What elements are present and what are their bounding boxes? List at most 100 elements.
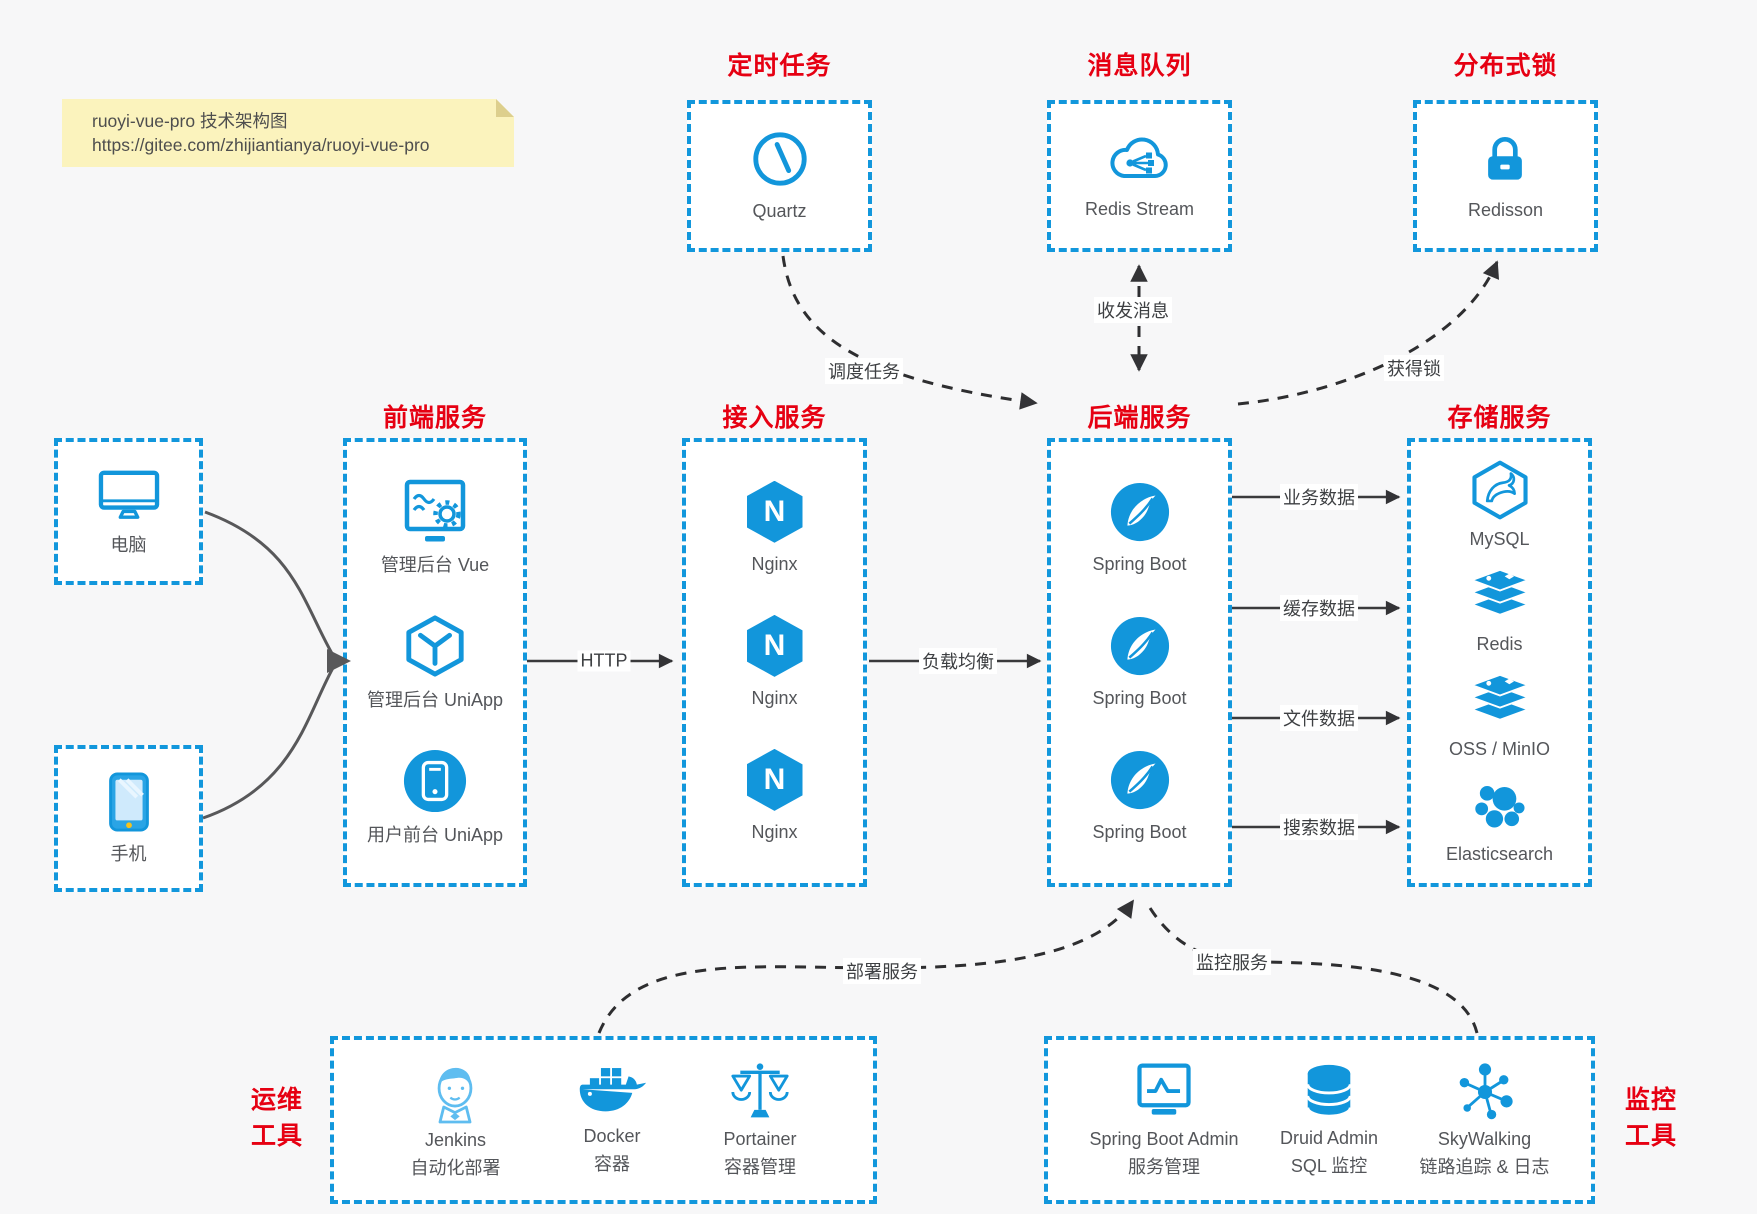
label-monitor-tools: 监控 工具 [1612,1082,1690,1155]
node-redis: Redis [1468,568,1532,656]
node-desc: 容器管理 [723,1157,796,1177]
group-monitor-tools: Spring Boot Admin 服务管理 Druid Admin SQL 监… [1044,1036,1595,1204]
edge-label-business-data: 业务数据 [1280,484,1358,510]
nginx-icon: N [746,748,803,811]
redis-stack-icon [1468,568,1532,626]
node-label: Spring Boot [1092,553,1187,574]
node-label: Spring Boot [1092,821,1187,842]
node-desc: 容器 [593,1154,630,1174]
label-monitor-tools-line1: 监控 [1624,1086,1677,1114]
group-frontend-services: 管理后台 Vue 管理后台 UniApp 用户前台 UniApp [343,438,527,887]
note-title: ruoyi-vue-pro 技术架构图 [92,111,288,131]
node-desc: 自动化部署 [410,1158,501,1178]
node-nginx-3: N Nginx [746,748,803,844]
nginx-icon: N [746,480,803,543]
node-spring-boot-3: Spring Boot [1092,749,1187,844]
nginx-icon: N [746,614,803,677]
edge-label-send-receive-message: 收发消息 [1094,297,1172,323]
node-name: Portainer [723,1128,797,1149]
node-quartz: Quartz [687,100,872,252]
node-label: 管理后台 UniApp [366,689,504,710]
node-spring-boot-1: Spring Boot [1092,481,1187,576]
cloud-share-icon [1103,130,1175,188]
docker-icon [577,1064,647,1120]
node-desc: 链路追踪 & 日志 [1419,1157,1550,1177]
node-spring-boot-2: Spring Boot [1092,615,1187,710]
node-admin-vue: 管理后台 Vue [381,478,489,577]
node-docker: Docker 容器 [577,1064,647,1177]
node-label: Redis [1476,633,1523,654]
node-druid: Druid Admin SQL 监控 [1280,1062,1378,1179]
node-desc: 服务管理 [1128,1157,1200,1177]
node-desktop-client: 电脑 [54,438,203,585]
clock-icon [749,128,811,190]
node-label: Nginx [751,687,798,708]
desktop-icon [94,466,164,524]
edge-schedule-task [781,255,1038,410]
nginx-letter: N [763,494,786,528]
title-gateway-services: 接入服务 [722,404,827,432]
mysql-icon [1469,459,1531,521]
label-monitor-tools-line2: 工具 [1624,1122,1677,1151]
group-storage-services: MySQL Redis [1407,438,1592,887]
title-frontend-services: 前端服务 [382,404,487,432]
spring-boot-icon [1109,615,1171,677]
node-label: 电脑 [110,534,147,555]
phone-icon [107,771,151,833]
edge-label-acquire-lock: 获得锁 [1384,355,1444,381]
group-ops-tools: Jenkins 自动化部署 Docker 容器 [330,1036,877,1204]
edge-label-file-data: 文件数据 [1280,705,1358,731]
druid-icon [1301,1062,1357,1122]
group-gateway-services: N Nginx N Nginx N Nginx [682,438,867,887]
user-uniapp-icon [402,748,468,814]
node-label: Nginx [751,821,798,842]
nginx-letter: N [763,628,786,662]
node-nginx-1: N Nginx [746,480,803,576]
node-portainer: Portainer 容器管理 [723,1061,797,1180]
node-desc: SQL 监控 [1290,1156,1368,1176]
node-spring-boot-admin: Spring Boot Admin 服务管理 [1089,1061,1239,1180]
title-storage-services: 存储服务 [1447,404,1552,432]
portainer-icon [730,1061,790,1123]
title-message-queue: 消息队列 [1087,52,1192,80]
node-label: 管理后台 Vue [380,554,490,575]
node-label: OSS / MinIO [1448,738,1551,759]
note-fold-corner [496,99,514,117]
node-label: MySQL [1469,528,1530,549]
label-ops-tools-line2: 工具 [250,1122,303,1151]
nginx-letter: N [763,762,786,796]
oss-stack-icon [1468,673,1532,731]
edge-label-search-data: 搜索数据 [1280,814,1358,840]
node-oss-minio: OSS / MinIO [1449,673,1550,761]
jenkins-icon [425,1060,485,1124]
node-redis-stream: Redis Stream [1047,100,1232,252]
node-label: Quartz [752,201,807,222]
node-name: Spring Boot Admin [1089,1128,1239,1149]
title-distributed-lock: 分布式锁 [1453,52,1558,80]
node-label: Spring Boot [1092,687,1187,708]
sticky-note: ruoyi-vue-pro 技术架构图 https://gitee.com/zh… [62,99,514,167]
node-jenkins: Jenkins 自动化部署 [410,1060,500,1181]
node-name: Docker [583,1125,641,1146]
edge-label-http: HTTP [577,650,631,672]
title-scheduled-tasks: 定时任务 [727,52,832,80]
skywalking-icon [1455,1061,1515,1123]
node-name: Druid Admin [1280,1127,1379,1148]
title-backend-services: 后端服务 [1087,404,1192,432]
edge-acquire-lock [1237,260,1500,406]
node-admin-uniapp: 管理后台 UniApp [367,613,503,712]
edge-label-schedule-task: 调度任务 [825,358,903,384]
node-mobile-client: 手机 [54,745,203,892]
node-name: SkyWalking [1437,1128,1532,1149]
uniapp-cube-icon [402,613,468,679]
edge-label-cache-data: 缓存数据 [1280,595,1358,621]
label-ops-tools: 运维 工具 [238,1082,316,1155]
node-skywalking: SkyWalking 链路追踪 & 日志 [1420,1061,1550,1180]
node-label: Redisson [1467,200,1544,221]
edge-label-load-balance: 负载均衡 [919,648,997,674]
spring-boot-icon [1109,481,1171,543]
elasticsearch-icon [1468,778,1530,836]
node-name: Jenkins [424,1129,486,1150]
node-elasticsearch: Elasticsearch [1446,778,1553,866]
